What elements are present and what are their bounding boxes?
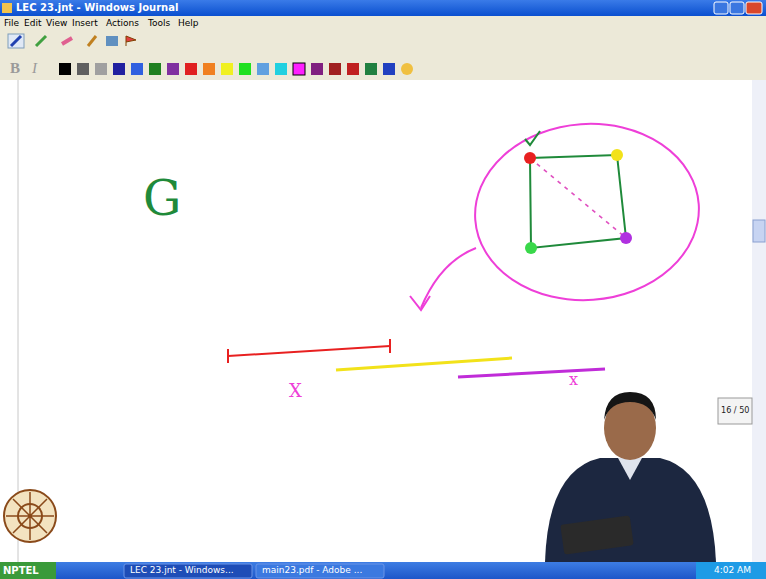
interval-sketch: [228, 339, 605, 377]
menu-item: File: [4, 19, 19, 28]
app-icon: [2, 3, 12, 13]
taskbar-button: [256, 564, 384, 578]
page-indicator: [718, 398, 752, 424]
taskbar-item: main23.pdf - Adobe ...: [262, 566, 362, 575]
italic-button: I: [32, 61, 37, 76]
taskbar-item: LEC 23.jnt - Windows...: [130, 566, 234, 575]
minimize-button: [714, 2, 728, 14]
page-canvas: [0, 80, 752, 562]
color-palette: [59, 63, 413, 75]
bold-button: B: [10, 61, 20, 76]
menu-item: Help: [178, 19, 199, 28]
handwritten-mark: x: [569, 372, 578, 388]
mapping-arrow: [410, 248, 476, 310]
menu-item: View: [46, 19, 67, 28]
maximize-button: [730, 2, 744, 14]
handwritten-mark: X: [289, 382, 302, 400]
system-tray: [696, 562, 766, 579]
clock: 4:02 AM: [714, 566, 751, 575]
taskbar-button: [124, 564, 252, 578]
start-button: [0, 562, 56, 579]
menu-item: Tools: [148, 19, 170, 28]
nptel-logo: [4, 490, 56, 542]
scroll-thumb: [753, 220, 765, 242]
graph-sketch: [469, 116, 705, 307]
window-title: LEC 23.jnt - Windows Journal: [16, 3, 178, 13]
menu-item: Actions: [106, 19, 139, 28]
nptel-label: NPTEL: [3, 566, 39, 576]
menu-item: Insert: [72, 19, 98, 28]
close-button: [746, 2, 762, 14]
menu-item: Edit: [24, 19, 41, 28]
page-number: 16 / 50: [721, 406, 749, 414]
lecturer-figure: [545, 392, 716, 562]
taskbar: [0, 562, 766, 579]
page-margin: [18, 80, 19, 562]
toolbar-area: [0, 16, 766, 80]
title-bar: [0, 0, 766, 16]
scrollbar: [752, 80, 766, 562]
pen-tools: [8, 34, 136, 48]
handwritten-graph-name: G: [143, 174, 181, 222]
